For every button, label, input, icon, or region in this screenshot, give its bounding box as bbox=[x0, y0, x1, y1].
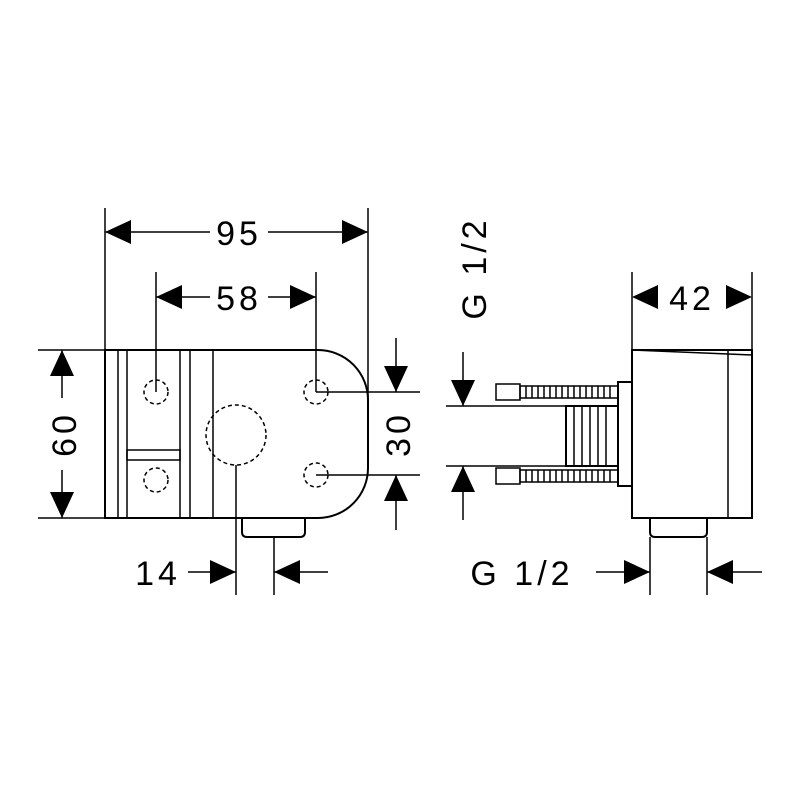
dim-overall-height: 60 bbox=[38, 349, 105, 519]
dim-hole-spacing-v: 30 bbox=[316, 338, 420, 530]
dim-label-14: 14 bbox=[135, 555, 181, 593]
front-outlet bbox=[241, 518, 306, 538]
mounting-hole bbox=[143, 467, 169, 493]
side-connector-block bbox=[565, 405, 619, 467]
dim-hole-spacing-h: 58 bbox=[155, 272, 317, 392]
dim-label-thread-top: G 1/2 bbox=[456, 216, 494, 319]
side-outlet bbox=[649, 518, 708, 538]
side-body-outline bbox=[631, 349, 753, 519]
dim-outlet-offset: 14 bbox=[135, 465, 328, 595]
side-top-chamfer bbox=[631, 349, 753, 356]
dim-side-depth: 42 bbox=[631, 272, 753, 355]
dim-label-58: 58 bbox=[216, 280, 262, 318]
dim-thread-top: G 1/2 bbox=[446, 216, 566, 520]
dim-overall-width: 95 bbox=[104, 208, 369, 400]
dim-label-30: 30 bbox=[380, 411, 418, 457]
dim-label-thread-bottom: G 1/2 bbox=[470, 555, 573, 593]
dim-label-95: 95 bbox=[216, 215, 262, 253]
front-body-outline bbox=[104, 349, 369, 519]
dim-label-42: 42 bbox=[669, 280, 715, 318]
side-mount-plate bbox=[617, 381, 633, 487]
side-view bbox=[495, 349, 753, 538]
dim-thread-bottom: G 1/2 bbox=[470, 537, 762, 595]
front-slot bbox=[126, 449, 181, 461]
dim-label-60: 60 bbox=[46, 411, 84, 457]
side-screw-bottom bbox=[495, 467, 619, 485]
side-screw-top bbox=[495, 383, 619, 401]
center-connection bbox=[205, 404, 267, 466]
